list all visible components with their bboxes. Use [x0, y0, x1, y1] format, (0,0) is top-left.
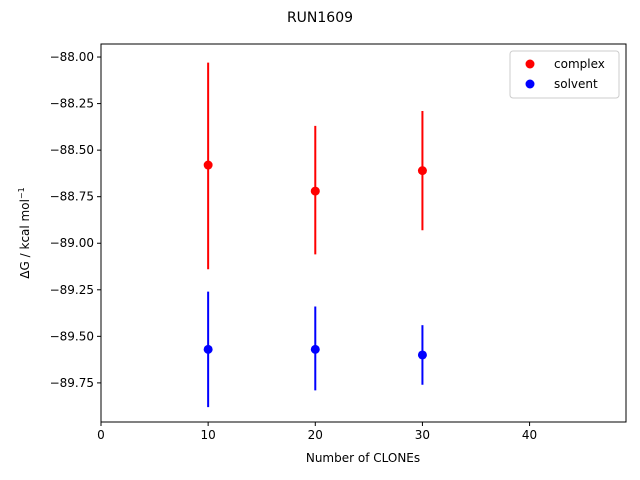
y-tick-label: −88.75: [50, 190, 94, 204]
x-tick-label: 20: [308, 428, 323, 442]
y-tick-label: −88.50: [50, 143, 94, 157]
y-tick-label: −89.75: [50, 376, 94, 390]
solvent-point: [203, 344, 213, 354]
complex-point: [310, 186, 320, 196]
legend-marker-solvent: [525, 79, 535, 89]
x-tick-label: 10: [201, 428, 216, 442]
y-tick-label: −88.00: [50, 50, 94, 64]
legend: complex solvent: [509, 50, 620, 99]
x-tick-label: 0: [97, 428, 105, 442]
legend-label-solvent: solvent: [554, 77, 598, 91]
y-axis-label: ΔG / kcal mol−1: [17, 187, 32, 278]
chart-title: RUN1609: [287, 10, 353, 26]
complex-point: [417, 166, 427, 176]
x-axis-label: Number of CLONEs: [306, 451, 420, 465]
y-tick-label: −89.00: [50, 236, 94, 250]
legend-label-complex: complex: [554, 57, 605, 71]
y-tick-label: −89.50: [50, 329, 94, 343]
plot-area-frame: [100, 43, 627, 423]
complex-point: [203, 160, 213, 170]
y-axis-label-superscript: −1: [17, 187, 26, 199]
y-tick-label: −88.25: [50, 97, 94, 111]
x-tick-label: 30: [415, 428, 430, 442]
legend-box: [509, 50, 620, 99]
solvent-point: [417, 350, 427, 360]
solvent-point: [310, 344, 320, 354]
y-axis-label-main: ΔG / kcal mol: [18, 199, 32, 279]
y-tick-label: −89.25: [50, 283, 94, 297]
x-tick-label: 40: [522, 428, 537, 442]
legend-marker-complex: [525, 59, 535, 69]
